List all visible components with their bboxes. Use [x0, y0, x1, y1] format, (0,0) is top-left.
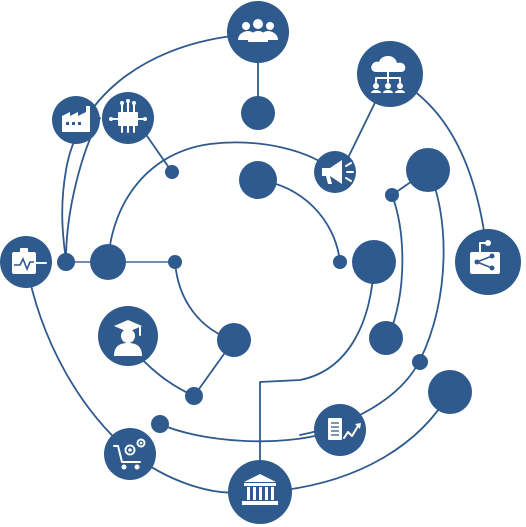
- graduate-icon: [98, 306, 158, 366]
- node-small-right-upper: [385, 188, 399, 202]
- node-small-center: [168, 255, 182, 269]
- node-top-mid: [241, 96, 275, 130]
- process-diagram-board-icon: [455, 229, 521, 295]
- node-small-bottom-left: [151, 415, 169, 433]
- circuit-chip-icon: [102, 92, 154, 144]
- people-group-icon: [227, 1, 289, 63]
- node-small-lower: [185, 387, 203, 405]
- node-right-mid: [352, 240, 396, 284]
- arc-right-lower: [299, 169, 445, 436]
- factory-icon: [52, 96, 100, 144]
- bank-icon: [228, 460, 292, 524]
- link-cart-doc: [159, 423, 331, 443]
- node-small-right-inner: [333, 255, 347, 269]
- document-growth-icon: [314, 404, 366, 456]
- node-center-top: [239, 161, 277, 199]
- arc-outer-left: [61, 35, 233, 261]
- cloud-network-icon: [357, 41, 423, 107]
- arc-inner-top: [107, 141, 336, 263]
- arc-lowerright-bank: [284, 391, 451, 491]
- node-small-upper-left: [165, 165, 179, 179]
- megaphone-icon: [314, 151, 356, 193]
- node-mid-lower: [217, 323, 251, 357]
- node-right-lower-mid: [369, 321, 403, 355]
- node-small-right-lower: [412, 354, 428, 370]
- plain-nodes: [57, 96, 472, 433]
- node-right-upper: [406, 148, 450, 192]
- link-right-bank: [259, 261, 375, 481]
- node-small-left: [57, 253, 75, 271]
- node-left-inner: [90, 244, 126, 280]
- node-lower-right: [428, 370, 472, 414]
- analytics-board-icon: [0, 236, 52, 288]
- cart-gears-icon: [104, 428, 156, 480]
